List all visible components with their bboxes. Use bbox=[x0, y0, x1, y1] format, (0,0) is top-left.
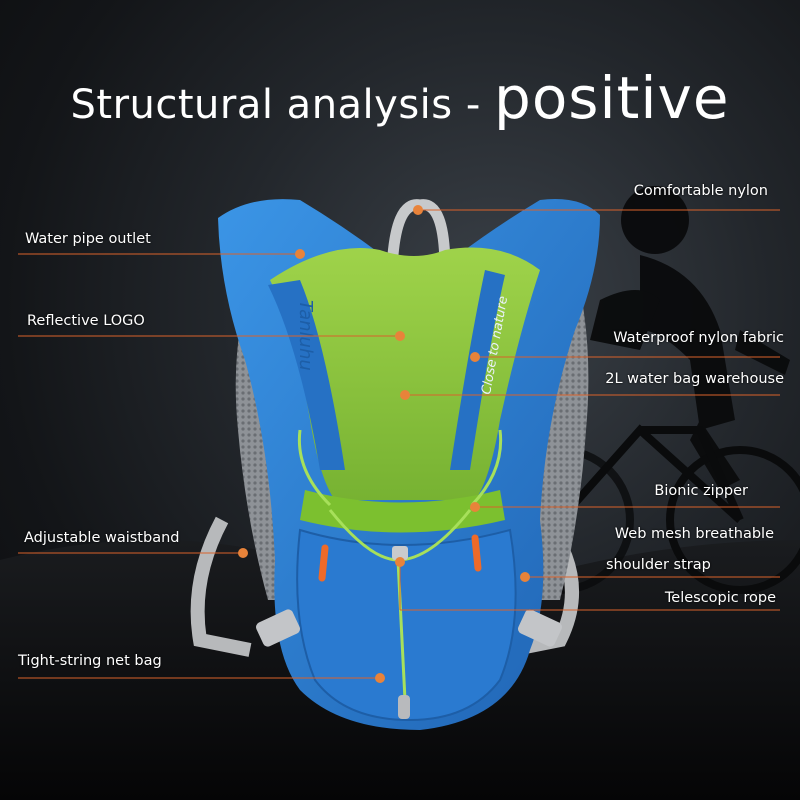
label-web-mesh-line1: Web mesh breathable bbox=[614, 526, 774, 542]
cord-tip bbox=[398, 695, 410, 719]
right-zipper-pull bbox=[471, 534, 482, 572]
top-handle bbox=[386, 199, 451, 271]
left-gray-strap bbox=[190, 516, 252, 657]
left-zipper-pull bbox=[318, 544, 329, 582]
label-web-mesh-line2: shoulder strap bbox=[606, 557, 711, 573]
title-part1: Structural analysis - bbox=[70, 82, 494, 128]
front-pocket bbox=[296, 528, 517, 722]
label-water-pipe-outlet: Water pipe outlet bbox=[25, 231, 151, 247]
left-buckle bbox=[256, 609, 300, 647]
label-comfortable-nylon: Comfortable nylon bbox=[633, 183, 768, 199]
label-telescopic-rope: Telescopic rope bbox=[664, 590, 776, 606]
right-blue-strip bbox=[450, 270, 505, 470]
right-buckle bbox=[518, 609, 562, 647]
label-tight-string-net-bag: Tight-string net bag bbox=[18, 653, 162, 669]
label-adjustable-waistband: Adjustable waistband bbox=[24, 530, 180, 546]
callout-dots bbox=[238, 205, 530, 683]
label-waterproof-nylon-fabric: Waterproof nylon fabric bbox=[613, 330, 784, 346]
title-part2: positive bbox=[494, 64, 730, 132]
label-water-bag-warehouse: 2L water bag warehouse bbox=[605, 371, 784, 387]
cord-lock bbox=[392, 546, 408, 560]
green-lower-band bbox=[300, 490, 505, 533]
logo-text: Tanluhu bbox=[295, 300, 316, 371]
label-reflective-logo: Reflective LOGO bbox=[27, 313, 145, 329]
left-blue-strip bbox=[268, 280, 345, 470]
label-bionic-zipper: Bionic zipper bbox=[654, 483, 748, 499]
page-title: Structural analysis - positive bbox=[0, 64, 800, 132]
callout-lines bbox=[18, 209, 780, 679]
